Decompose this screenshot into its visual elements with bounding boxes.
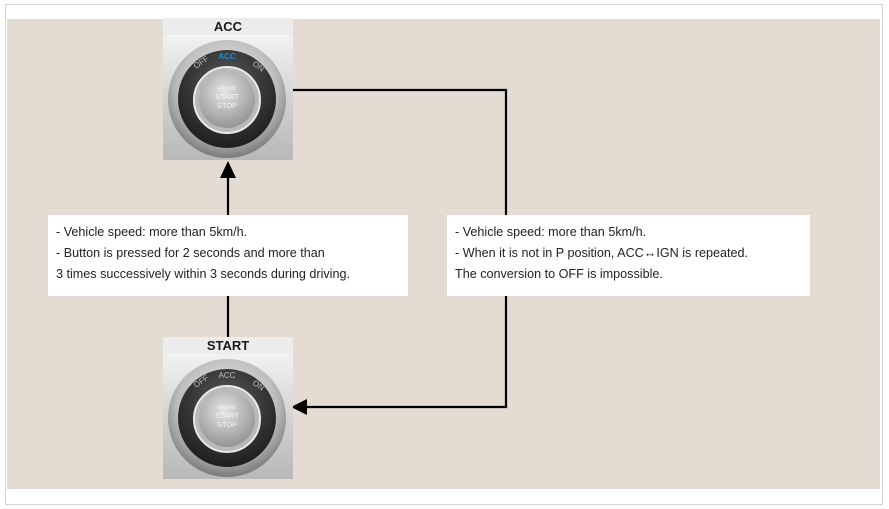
stop-label: STOP (217, 101, 237, 110)
acc-button-image: OFF ACC ON ENGINE START STOP (163, 35, 293, 160)
engine-label: ENGINE (217, 405, 237, 411)
start-title: START (163, 337, 293, 354)
start-arrowhead (291, 399, 307, 415)
acc-arrowhead (220, 161, 236, 178)
engine-label: ENGINE (217, 86, 237, 92)
acc-button-card: ACC OFF ACC ON ENGINE START (163, 18, 293, 160)
acc-to-start-condition-note: - Vehicle speed: more than 5km/h. - When… (447, 215, 810, 296)
push-button-cap[interactable] (199, 391, 255, 447)
note-line: - When it is not in P position, ACC↔IGN … (455, 246, 749, 260)
note-line: - Vehicle speed: more than 5km/h. (455, 225, 647, 239)
note-line: 3 times successively within 3 seconds du… (56, 267, 350, 281)
stop-label: STOP (217, 420, 237, 429)
note-line: - Button is pressed for 2 seconds and mo… (56, 246, 325, 260)
start-label: START (215, 92, 239, 101)
start-button-image: OFF ACC ON ENGINE START STOP (163, 354, 293, 479)
start-button-card: START OFF ACC ON ENGINE START (163, 337, 293, 479)
acc-start-stop-button: OFF ACC ON ENGINE START STOP (168, 40, 286, 158)
start-start-stop-button: OFF ACC ON ENGINE START STOP (168, 359, 286, 477)
mode-label-acc: ACC (218, 52, 236, 61)
start-to-acc-condition-note: - Vehicle speed: more than 5km/h. - Butt… (48, 215, 408, 296)
note-line: The conversion to OFF is impossible. (455, 267, 663, 281)
acc-title: ACC (163, 18, 293, 35)
push-button-cap[interactable] (199, 72, 255, 128)
start-label: START (215, 411, 239, 420)
note-line: - Vehicle speed: more than 5km/h. (56, 225, 248, 239)
mode-label-acc: ACC (219, 371, 236, 380)
